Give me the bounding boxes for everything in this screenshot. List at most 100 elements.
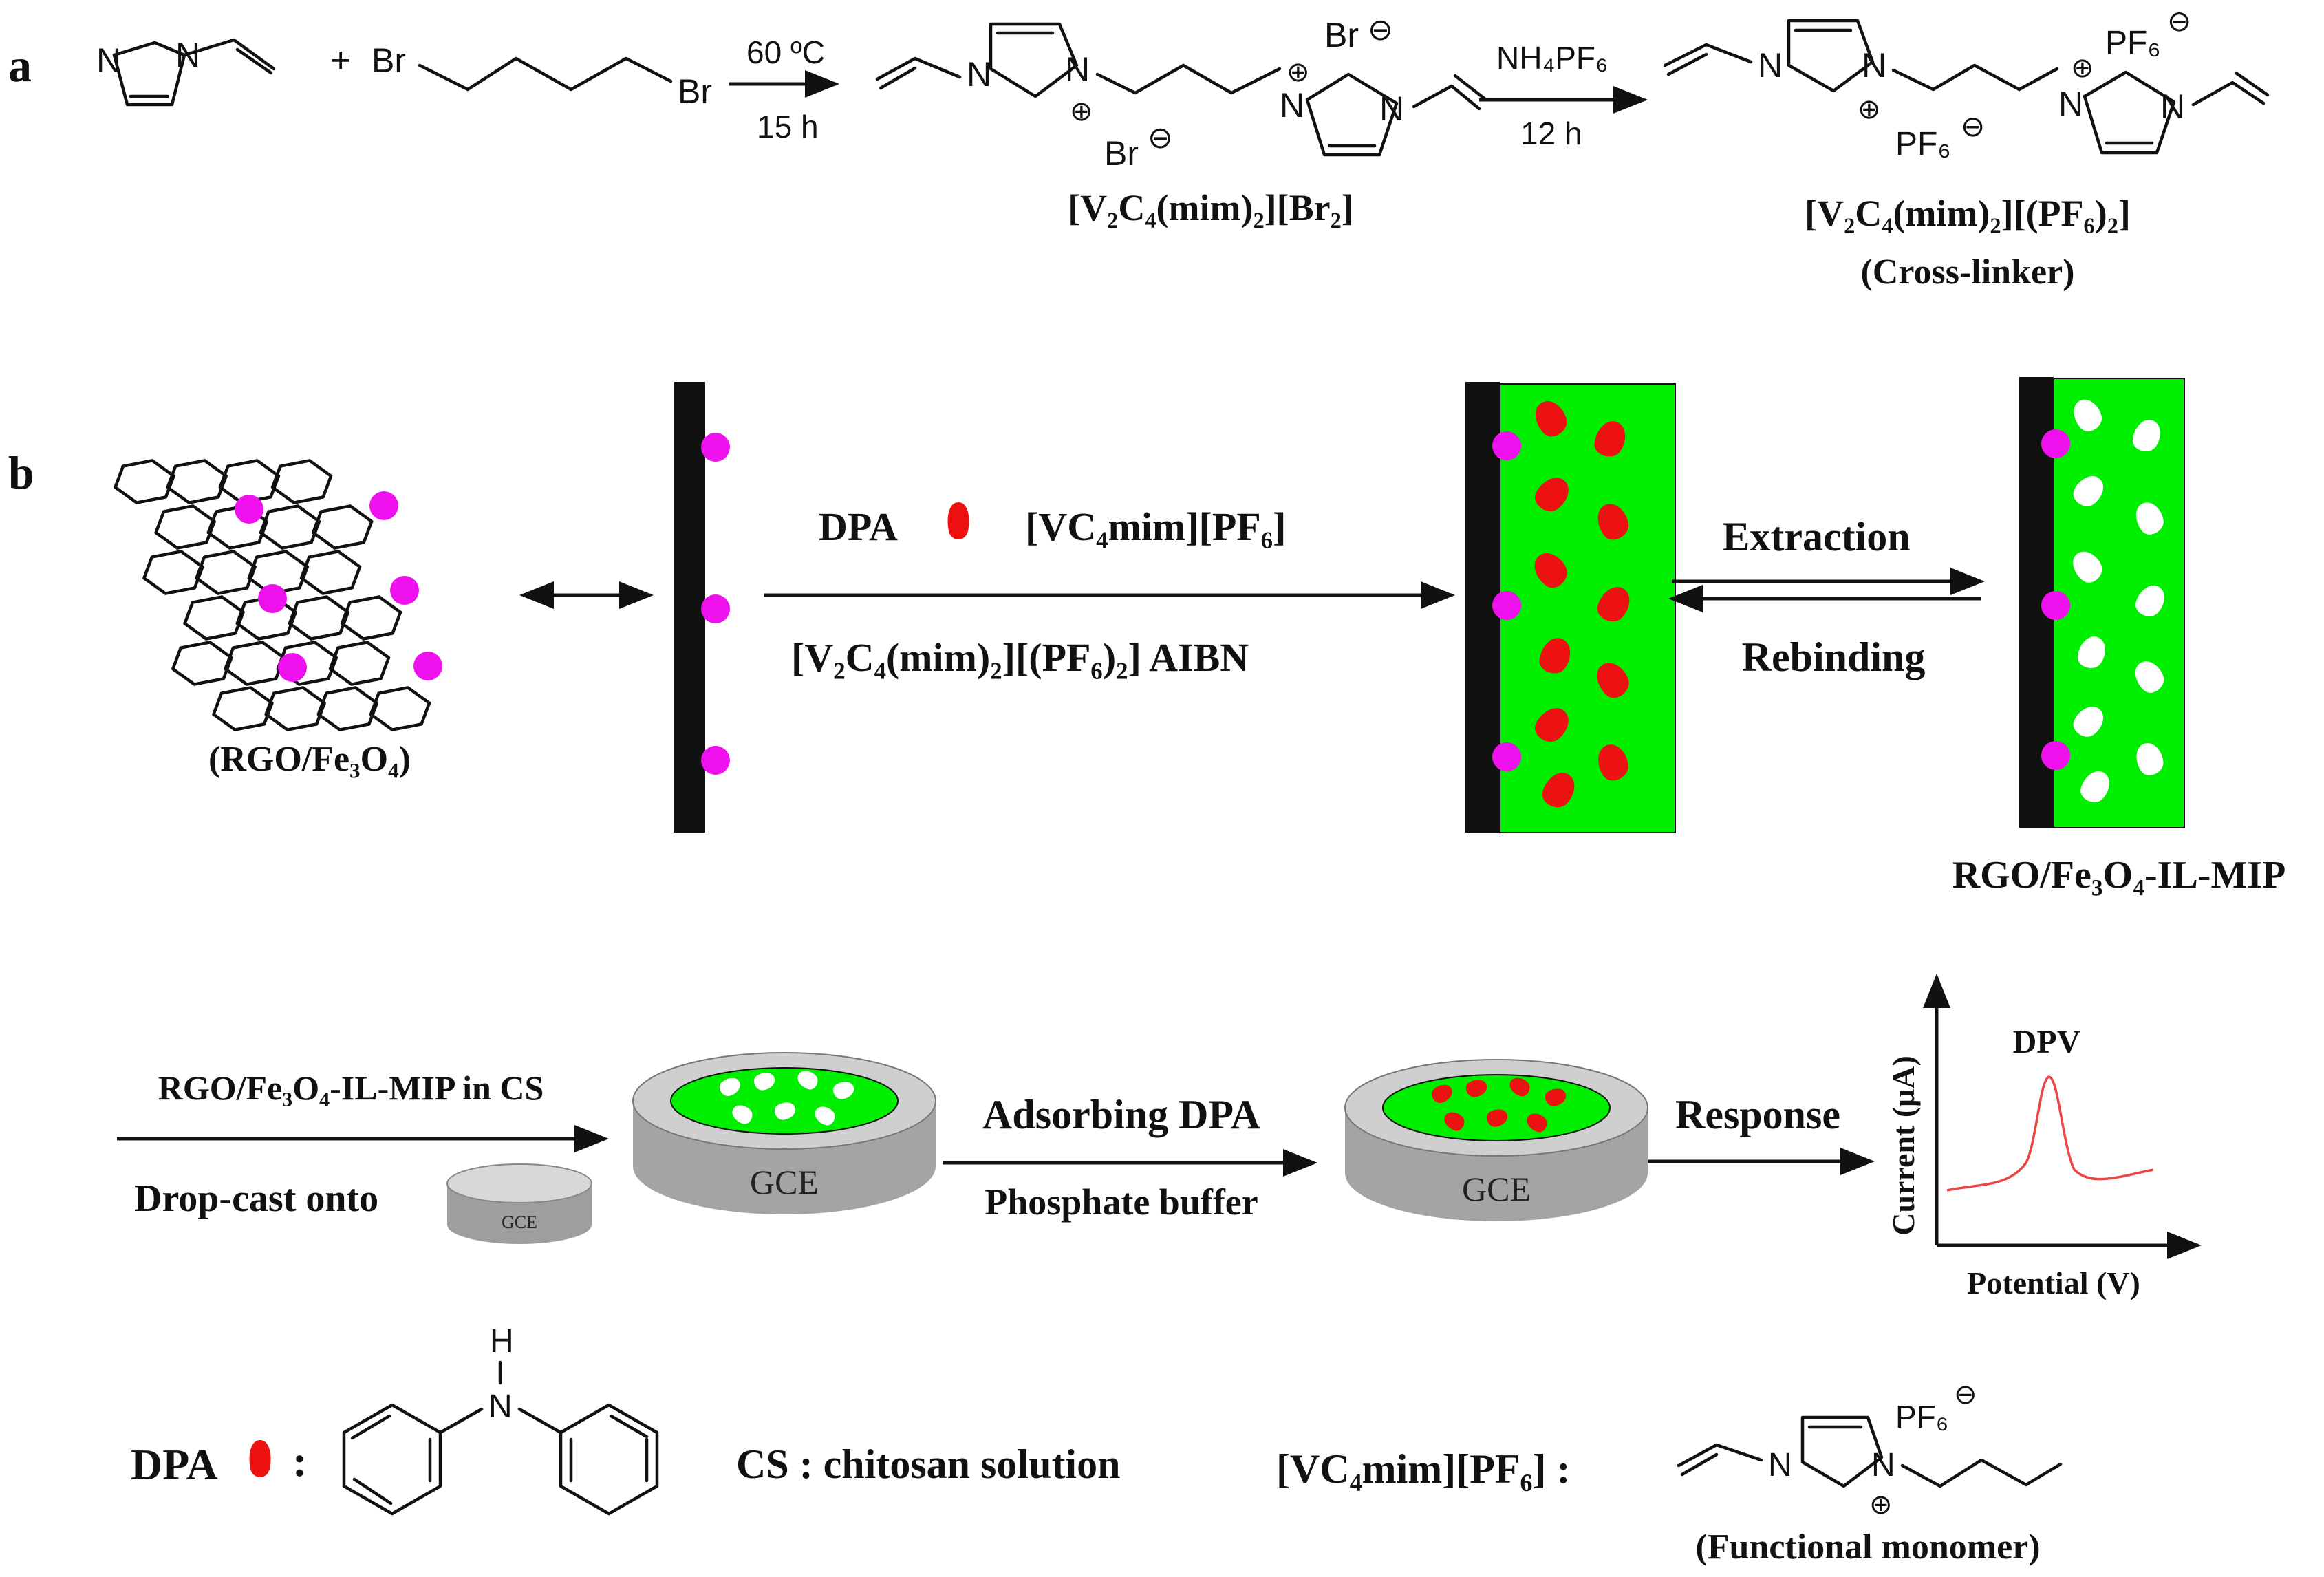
br-atom: Br xyxy=(678,72,712,111)
positive-charge: ⊕ xyxy=(1070,96,1093,127)
rgo-sheet-structure xyxy=(114,459,431,731)
gce-modified-electrode: GCE xyxy=(632,1052,936,1214)
extraction-label: Extraction xyxy=(1722,514,1910,559)
fe3o4-particle xyxy=(1492,591,1521,620)
legend-colon: : xyxy=(292,1437,307,1485)
cs-definition: CS : chitosan solution xyxy=(736,1441,1120,1487)
br-atom: Br xyxy=(372,41,406,80)
intermediate-name: [V₂C₄(mim)₂][Br₂] xyxy=(1068,187,1354,228)
step1-condition-time: 15 h xyxy=(757,109,819,144)
n-atom: N xyxy=(175,36,200,74)
response-label: Response xyxy=(1675,1092,1840,1137)
br-atom: Br xyxy=(1104,134,1139,173)
graphene-ring xyxy=(288,595,350,641)
dpv-y-label: Current (μA) xyxy=(1886,1055,1921,1236)
step2-condition-time: 12 h xyxy=(1520,116,1582,151)
rgo-electrode-bar xyxy=(674,382,705,833)
n-atom: N xyxy=(1758,46,1783,85)
negative-charge: ⊖ xyxy=(1961,110,1985,142)
graphene-ring xyxy=(247,550,310,595)
graphene-ring xyxy=(259,504,321,550)
diphenylamine-structure: H N xyxy=(342,1323,659,1516)
dpv-curve xyxy=(1946,1075,2154,1192)
mip-layer-with-template xyxy=(1499,383,1676,833)
graphene-ring xyxy=(218,459,281,504)
fe3o4-particle xyxy=(235,495,263,524)
graphene-ring xyxy=(369,686,431,731)
h-atom: H xyxy=(490,1323,514,1360)
plus-sign: + xyxy=(330,41,351,81)
n-atom: N xyxy=(1379,89,1404,128)
negative-charge: ⊖ xyxy=(1368,13,1393,47)
crosslinker-name: [V₂C₄(mim)₂][(PF₆)₂] xyxy=(1805,193,2131,234)
pf6-ion: PF₆ xyxy=(2105,25,2161,61)
graphene-ring xyxy=(183,595,245,641)
n-atom: N xyxy=(967,55,991,94)
graphene-ring xyxy=(264,686,326,731)
gce-dpa-bound-electrode: GCE xyxy=(1344,1059,1648,1221)
graphene-ring xyxy=(224,641,286,686)
dropcast-suspension-label: RGO/Fe₃O₄-IL-MIP in CS xyxy=(158,1069,544,1107)
dpv-x-label: Potential (V) xyxy=(1967,1265,2140,1300)
fe3o4-particle xyxy=(278,653,307,682)
positive-charge: ⊕ xyxy=(2071,53,2094,83)
step2-reagent: NH₄PF₆ xyxy=(1496,40,1608,76)
n-atom: N xyxy=(1862,46,1886,85)
rebinding-label: Rebinding xyxy=(1742,634,1926,680)
panel-a-label: a xyxy=(8,39,32,92)
functional-monomer-role: (Functional monomer) xyxy=(1695,1527,2040,1567)
vinylimidazole-structure: N N xyxy=(96,36,276,107)
graphene-ring xyxy=(171,641,233,686)
dibromobutane-structure: Br Br xyxy=(372,41,712,111)
graphene-ring xyxy=(154,504,216,550)
br-atom: Br xyxy=(1324,16,1359,54)
graphene-ring xyxy=(299,550,362,595)
n-atom: N xyxy=(1871,1447,1895,1483)
graphene-ring xyxy=(212,686,274,731)
dpa-reagent-label: DPA xyxy=(819,504,898,549)
pf6-ion: PF₆ xyxy=(1895,126,1951,162)
n-atom: N xyxy=(2058,85,2083,123)
functional-monomer-structure: N N ⊕ PF₆ ⊖ xyxy=(1677,1380,2063,1520)
graphene-ring xyxy=(311,504,374,550)
graphene-ring xyxy=(276,641,338,686)
n-atom: N xyxy=(488,1388,513,1425)
mip-layer-extracted xyxy=(2053,378,2185,828)
negative-charge: ⊖ xyxy=(1148,121,1173,155)
negative-charge: ⊖ xyxy=(1954,1380,1977,1410)
fe3o4-particle xyxy=(258,584,287,613)
positive-charge: ⊕ xyxy=(1858,94,1881,125)
negative-charge: ⊖ xyxy=(2167,5,2191,37)
n-atom: N xyxy=(1065,50,1090,89)
bare-gce-electrode: GCE xyxy=(446,1163,592,1244)
gce-label: GCE xyxy=(750,1163,819,1201)
dpv-title: DPV xyxy=(2013,1024,2081,1060)
positive-charge: ⊕ xyxy=(1287,57,1310,87)
fe3o4-particle xyxy=(2041,429,2070,458)
fe3o4-particle xyxy=(2041,591,2070,620)
graphene-ring xyxy=(166,459,228,504)
rgo-fe3o4-label: (RGO/Fe₃O₄) xyxy=(208,740,411,779)
gce-label: GCE xyxy=(1462,1170,1531,1208)
fe3o4-particle xyxy=(2041,741,2070,770)
fe3o4-particle xyxy=(369,491,398,520)
gce-small-label: GCE xyxy=(502,1212,537,1232)
crosslinker-initiator-label: [V₂C₄(mim)₂][(PF₆)₂] AIBN xyxy=(791,635,1249,680)
graphene-ring xyxy=(316,686,379,731)
pf6-ion: PF₆ xyxy=(1895,1399,1948,1435)
monomer-name-label: [VC₄mim][PF₆] : xyxy=(1276,1446,1570,1492)
n-atom: N xyxy=(1768,1447,1792,1483)
fe3o4-particle xyxy=(1492,431,1521,460)
fe3o4-particle xyxy=(701,433,730,462)
dpv-plot: DPV Current (μA) Potential (V) xyxy=(1886,974,2202,1300)
graphene-ring xyxy=(270,459,333,504)
intermediate-structure: N N ⊕ N ⊕ N Br ⊖ Br ⊖ xyxy=(875,13,1488,173)
fe3o4-particle xyxy=(701,746,730,775)
step1-condition-temp: 60 ºC xyxy=(746,34,825,70)
fe3o4-particle xyxy=(413,652,442,680)
dpa-template-icon xyxy=(947,502,969,539)
legend-dpa-label: DPA xyxy=(131,1440,218,1489)
n-atom: N xyxy=(96,41,121,80)
dpa-template-icon xyxy=(249,1440,271,1477)
